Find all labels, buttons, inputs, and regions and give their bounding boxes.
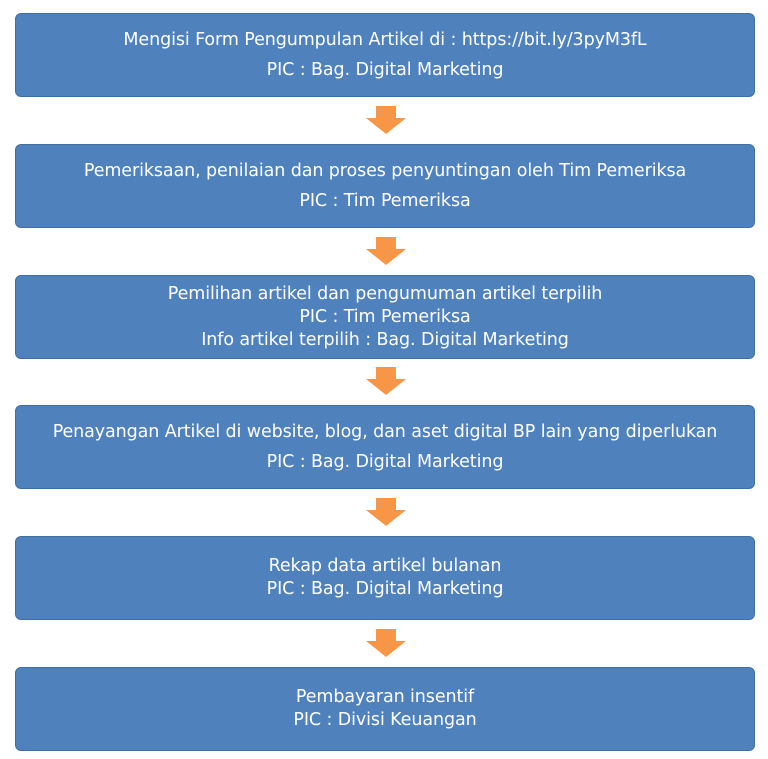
- flow-step-3: Pemilihan artikel dan pengumuman artikel…: [15, 275, 755, 359]
- step-3-info: Info artikel terpilih : Bag. Digital Mar…: [201, 329, 569, 350]
- step-3-pic: PIC : Tim Pemeriksa: [299, 306, 471, 327]
- step-1-title: Mengisi Form Pengumpulan Artikel di : ht…: [123, 29, 647, 50]
- step-1-pic: PIC : Bag. Digital Marketing: [266, 59, 504, 80]
- down-arrow-icon: [366, 367, 406, 395]
- step-6-title: Pembayaran insentif: [295, 687, 475, 707]
- step-6-pic: PIC : Divisi Keuangan: [293, 710, 477, 730]
- step-4-title: Penayangan Artikel di website, blog, dan…: [52, 421, 718, 442]
- down-arrow-icon: [366, 106, 406, 134]
- step-4-pic: PIC : Bag. Digital Marketing: [266, 451, 504, 472]
- step-2-pic: PIC : Tim Pemeriksa: [299, 190, 471, 211]
- flow-step-1: Mengisi Form Pengumpulan Artikel di : ht…: [15, 13, 755, 97]
- flow-step-2: Pemeriksaan, penilaian dan proses penyun…: [15, 144, 755, 228]
- flow-step-6: Pembayaran insentif PIC : Divisi Keuanga…: [15, 667, 755, 751]
- step-5-title: Rekap data artikel bulanan: [268, 556, 502, 576]
- down-arrow-icon: [366, 629, 406, 657]
- flow-step-5: Rekap data artikel bulanan PIC : Bag. Di…: [15, 536, 755, 620]
- step-5-pic: PIC : Bag. Digital Marketing: [266, 579, 504, 599]
- step-2-title: Pemeriksaan, penilaian dan proses penyun…: [83, 160, 687, 181]
- down-arrow-icon: [366, 498, 406, 526]
- step-3-title: Pemilihan artikel dan pengumuman artikel…: [167, 283, 603, 304]
- down-arrow-icon: [366, 237, 406, 265]
- flow-step-4: Penayangan Artikel di website, blog, dan…: [15, 405, 755, 489]
